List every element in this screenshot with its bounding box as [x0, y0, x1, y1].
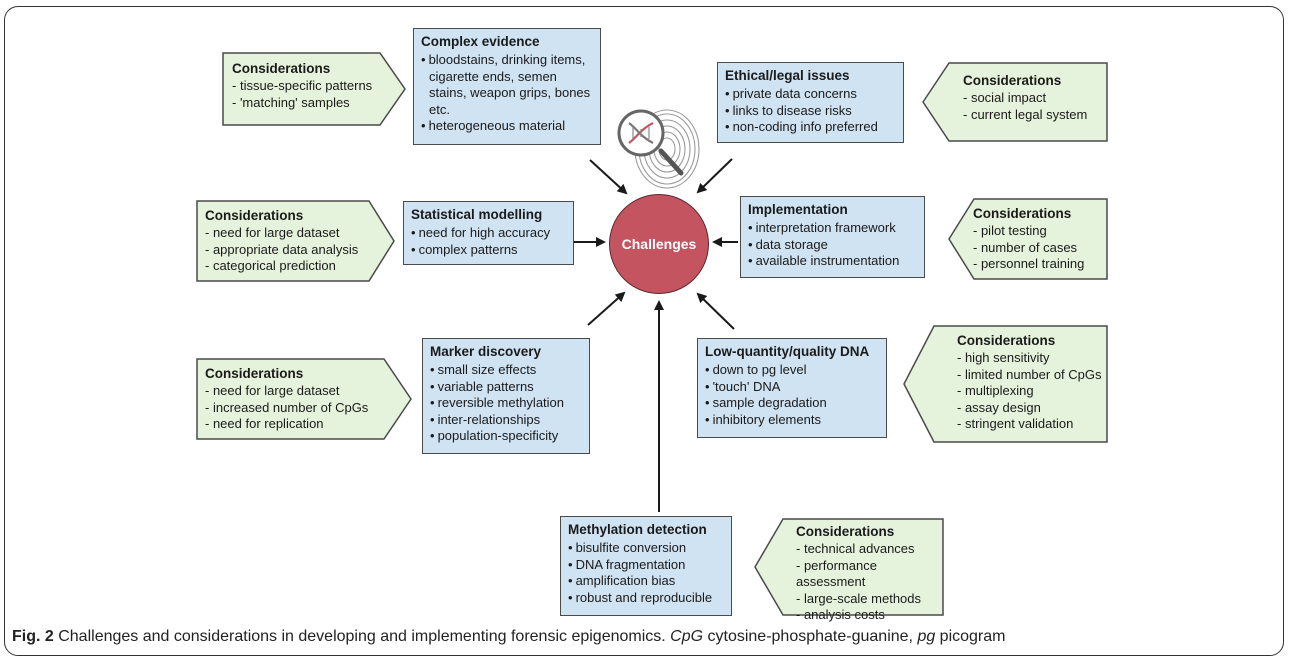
- caption-label: Fig. 2: [12, 628, 54, 645]
- considerations-title: Considerations: [232, 61, 331, 76]
- challenge-title: Ethical/legal issues: [725, 68, 850, 83]
- caption-def-pg: picogram: [935, 628, 1006, 645]
- challenge-title: Methylation detection: [568, 522, 707, 537]
- considerations-title: Considerations: [205, 366, 304, 381]
- considerations-title: Considerations: [796, 524, 895, 539]
- considerations-item: performance assessment: [796, 558, 944, 591]
- challenge-title: Marker discovery: [430, 344, 542, 359]
- challenge-item: non-coding info preferred: [725, 119, 896, 135]
- considerations-item: tissue-specific patterns: [232, 78, 372, 94]
- considerations-item: categorical prediction: [205, 258, 358, 274]
- considerations-title: Considerations: [205, 208, 304, 223]
- challenge-item: data storage: [748, 237, 917, 253]
- caption-text: Challenges and considerations in develop…: [53, 628, 671, 645]
- considerations-item: analysis costs: [796, 607, 944, 623]
- considerations-item: multiplexing: [957, 383, 1102, 399]
- considerations-item: personnel training: [973, 256, 1084, 272]
- arrow-low-quantity-dna: [696, 292, 735, 330]
- considerations-item: number of cases: [973, 240, 1084, 256]
- caption-def-cpg: cytosine-phosphate-guanine,: [703, 628, 918, 645]
- challenge-complex-evidence: Complex evidence bloodstains, drinking i…: [413, 28, 601, 145]
- challenge-item: robust and reproducible: [568, 590, 724, 606]
- challenge-implementation: Implementation interpretation framework …: [740, 196, 925, 278]
- challenge-item: inter-relationships: [430, 412, 582, 428]
- challenge-item: available instrumentation: [748, 253, 917, 269]
- challenge-item: links to disease risks: [725, 103, 896, 119]
- considerations-item: current legal system: [963, 107, 1087, 123]
- challenge-item: sample degradation: [705, 395, 879, 411]
- arrow-complex-evidence: [589, 159, 628, 195]
- challenge-ethical-legal-issues: Ethical/legal issues private data concer…: [717, 62, 904, 143]
- figure-frame: [4, 6, 1284, 656]
- challenges-label: Challenges: [621, 236, 697, 252]
- challenge-item: 'touch' DNA: [705, 379, 879, 395]
- considerations-item: stringent validation: [957, 416, 1102, 432]
- challenge-item: down to pg level: [705, 362, 879, 378]
- considerations-title: Considerations: [963, 73, 1062, 88]
- considerations-item: need for large dataset: [205, 383, 368, 399]
- challenges-circle: Challenges: [609, 194, 709, 294]
- arrow-marker-discovery: [587, 291, 626, 326]
- considerations-item: need for replication: [205, 416, 368, 432]
- considerations-item: need for large dataset: [205, 225, 358, 241]
- challenge-item: small size effects: [430, 362, 582, 378]
- considerations-title: Considerations: [957, 333, 1056, 348]
- considerations-item: increased number of CpGs: [205, 400, 368, 416]
- challenge-item: inhibitory elements: [705, 412, 879, 428]
- considerations-implementation: Considerations pilot testing number of c…: [948, 198, 1108, 280]
- considerations-item: social impact: [963, 90, 1087, 106]
- challenge-item: amplification bias: [568, 573, 724, 589]
- fingerprint-magnifier-illustration: [617, 109, 700, 189]
- caption-term-pg: pg: [917, 628, 936, 645]
- figure-caption: Fig. 2 Challenges and considerations in …: [12, 628, 1282, 646]
- considerations-title: Considerations: [973, 206, 1072, 221]
- challenge-item: population-specificity: [430, 428, 582, 444]
- challenge-item: heterogeneous material: [421, 118, 593, 134]
- magnifier-dna-icon: [617, 109, 684, 176]
- considerations-item: appropriate data analysis: [205, 242, 358, 258]
- considerations-marker-discovery: Considerations need for large dataset in…: [196, 358, 412, 440]
- considerations-item: limited number of CpGs: [957, 367, 1102, 383]
- considerations-item: high sensitivity: [957, 350, 1102, 366]
- challenge-methylation-detection: Methylation detection bisulfite conversi…: [560, 516, 732, 616]
- considerations-item: large-scale methods: [796, 591, 944, 607]
- challenge-item: private data concerns: [725, 86, 896, 102]
- considerations-statistical-modelling: Considerations need for large dataset ap…: [196, 200, 395, 282]
- considerations-item: technical advances: [796, 541, 944, 557]
- considerations-methylation-detection: Considerations technical advances perfor…: [754, 518, 944, 622]
- challenge-title: Statistical modelling: [411, 207, 543, 222]
- challenge-statistical-modelling: Statistical modelling need for high accu…: [403, 201, 574, 265]
- challenge-item: DNA fragmentation: [568, 557, 724, 573]
- arrow-ethical-legal: [696, 158, 733, 194]
- considerations-item: assay design: [957, 400, 1102, 416]
- challenge-item: interpretation framework: [748, 220, 917, 236]
- considerations-ethical-legal: Considerations social impact current leg…: [922, 62, 1108, 142]
- challenge-item: variable patterns: [430, 379, 582, 395]
- considerations-complex-evidence: Considerations tissue-specific patterns …: [222, 52, 406, 126]
- challenge-title: Low-quantity/quality DNA: [705, 344, 870, 359]
- considerations-low-quantity-dna: Considerations high sensitivity limited …: [903, 325, 1108, 443]
- challenge-title: Implementation: [748, 202, 848, 217]
- challenge-item: need for high accuracy: [411, 225, 566, 241]
- considerations-item: 'matching' samples: [232, 95, 372, 111]
- challenge-low-quantity-quality-dna: Low-quantity/quality DNA down to pg leve…: [697, 338, 887, 438]
- challenge-item: complex patterns: [411, 242, 566, 258]
- considerations-item: pilot testing: [973, 223, 1084, 239]
- challenge-title: Complex evidence: [421, 34, 540, 49]
- challenge-item: bloodstains, drinking items, cigarette e…: [421, 52, 593, 118]
- caption-term-cpg: CpG: [670, 628, 704, 645]
- challenge-item: bisulfite conversion: [568, 540, 724, 556]
- challenge-marker-discovery: Marker discovery small size effects vari…: [422, 338, 590, 454]
- challenge-item: reversible methylation: [430, 395, 582, 411]
